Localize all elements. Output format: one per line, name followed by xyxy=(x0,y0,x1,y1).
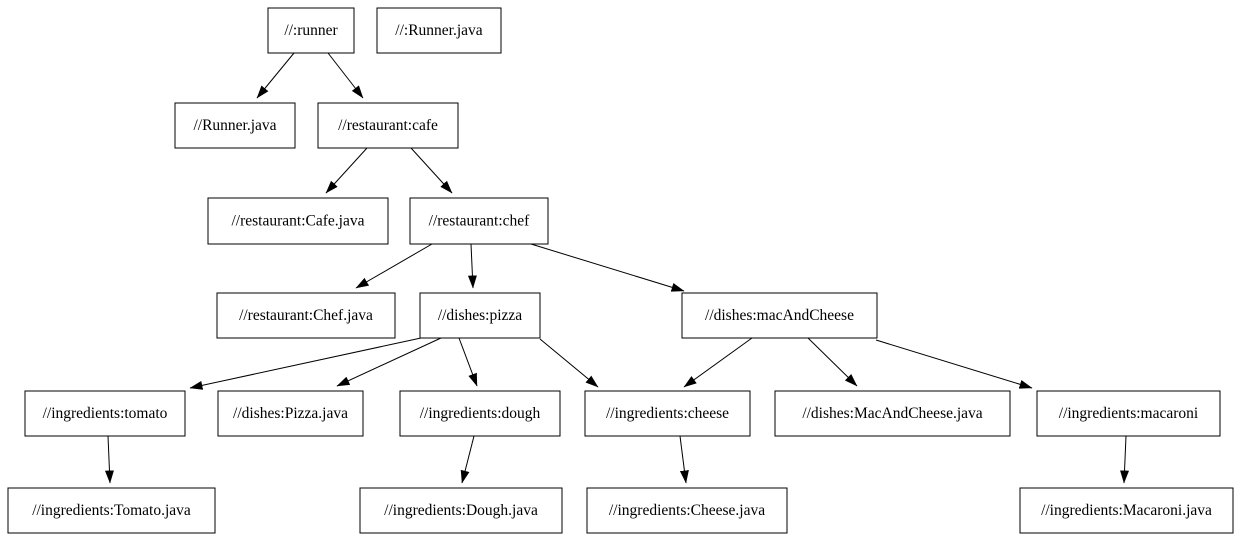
node-cafe-java: //restaurant:Cafe.java xyxy=(207,197,389,245)
edge-pizza-to-cheese xyxy=(539,338,599,388)
node-pizza-java: //dishes:Pizza.java xyxy=(217,390,364,437)
node-chef: //restaurant:chef xyxy=(409,197,549,245)
edge-chef-to-pizza xyxy=(467,243,477,289)
node-box-pizza xyxy=(419,292,541,339)
edges-layer xyxy=(104,52,1130,484)
edge-runner-to-runner-java xyxy=(256,52,295,99)
edge-cafe-to-chef xyxy=(410,147,453,194)
node-label-tomato-java: //ingredients:Tomato.java xyxy=(32,502,191,519)
node-box-mac-and-cheese xyxy=(681,292,878,339)
node-box-runner-java-root xyxy=(376,7,502,54)
node-label-chef-java: //restaurant:Chef.java xyxy=(239,307,373,324)
node-box-cafe xyxy=(317,102,459,149)
node-label-runner: //:runner xyxy=(284,22,338,39)
node-chef-java: //restaurant:Chef.java xyxy=(216,292,396,339)
node-mac-and-cheese-java: //dishes:MacAndCheese.java xyxy=(774,390,1011,437)
edge-tomato-to-tomato-java xyxy=(104,435,114,484)
node-runner-java-root: //:Runner.java xyxy=(376,7,502,54)
node-dough-java: //ingredients:Dough.java xyxy=(359,487,563,534)
node-label-macaroni: //ingredients:macaroni xyxy=(1059,405,1199,422)
edge-chef-to-mac-and-cheese xyxy=(530,243,685,292)
node-box-chef xyxy=(409,197,549,245)
node-label-cheese: //ingredients:cheese xyxy=(606,405,729,422)
edge-macaroni-to-macaroni-java xyxy=(1120,435,1130,484)
node-label-macaroni-java: //ingredients:Macaroni.java xyxy=(1041,502,1212,519)
node-runner-java: //Runner.java xyxy=(174,102,296,149)
node-box-cheese-java xyxy=(586,487,788,534)
node-pizza: //dishes:pizza xyxy=(419,292,541,339)
node-label-pizza-java: //dishes:Pizza.java xyxy=(233,405,348,422)
node-box-cheese xyxy=(584,390,751,437)
node-box-runner xyxy=(267,7,355,54)
node-box-tomato-java xyxy=(7,487,216,534)
edge-cheese-to-cheese-java xyxy=(679,435,689,484)
node-label-cheese-java: //ingredients:Cheese.java xyxy=(609,502,765,519)
edge-dough-to-dough-java xyxy=(460,435,475,484)
node-label-cafe-java: //restaurant:Cafe.java xyxy=(232,213,365,230)
edge-runner-to-cafe xyxy=(327,52,364,99)
node-box-chef-java xyxy=(216,292,396,339)
node-mac-and-cheese: //dishes:macAndCheese xyxy=(681,292,878,339)
node-cheese-java: //ingredients:Cheese.java xyxy=(586,487,788,534)
node-box-dough xyxy=(399,390,561,437)
node-runner: //:runner xyxy=(267,7,355,54)
edge-pizza-to-dough xyxy=(458,337,478,387)
node-macaroni: //ingredients:macaroni xyxy=(1036,390,1221,437)
node-box-tomato xyxy=(24,390,186,437)
node-macaroni-java: //ingredients:Macaroni.java xyxy=(1019,487,1234,534)
node-box-macaroni-java xyxy=(1019,487,1234,534)
node-label-mac-and-cheese: //dishes:macAndCheese xyxy=(705,307,854,324)
node-label-chef: //restaurant:chef xyxy=(429,213,531,230)
nodes-layer: //:runner //:Runner.java //Runner.java //re… xyxy=(7,7,1234,534)
node-box-dough-java xyxy=(359,487,563,534)
node-cheese: //ingredients:cheese xyxy=(584,390,751,437)
node-label-dough-java: //ingredients:Dough.java xyxy=(384,502,538,519)
node-label-runner-java: //Runner.java xyxy=(193,117,276,134)
edge-cafe-to-cafe-java xyxy=(325,147,368,194)
edge-pizza-to-pizza-java xyxy=(336,337,442,387)
node-cafe: //restaurant:cafe xyxy=(317,102,459,149)
node-label-cafe: //restaurant:cafe xyxy=(338,117,438,134)
edge-pizza-to-tomato xyxy=(189,337,422,390)
node-label-tomato: //ingredients:tomato xyxy=(43,405,168,422)
edge-mac-and-cheese-to-macaroni xyxy=(875,339,1033,389)
node-box-cafe-java xyxy=(207,197,389,245)
node-label-dough: //ingredients:dough xyxy=(420,405,541,422)
node-box-runner-java xyxy=(174,102,296,149)
node-label-runner-java-root: //:Runner.java xyxy=(395,22,483,39)
node-label-mac-and-cheese-java: //dishes:MacAndCheese.java xyxy=(802,405,982,422)
node-box-pizza-java xyxy=(217,390,364,437)
edge-mac-and-cheese-to-cheese xyxy=(683,337,753,388)
node-tomato-java: //ingredients:Tomato.java xyxy=(7,487,216,534)
node-tomato: //ingredients:tomato xyxy=(24,390,186,437)
edge-chef-to-chef-java xyxy=(355,243,433,289)
node-box-macaroni xyxy=(1036,390,1221,437)
node-label-pizza: //dishes:pizza xyxy=(438,307,522,324)
node-dough: //ingredients:dough xyxy=(399,390,561,437)
edge-mac-and-cheese-to-mac-and-cheese-java xyxy=(807,337,858,387)
node-box-mac-and-cheese-java xyxy=(774,390,1011,437)
